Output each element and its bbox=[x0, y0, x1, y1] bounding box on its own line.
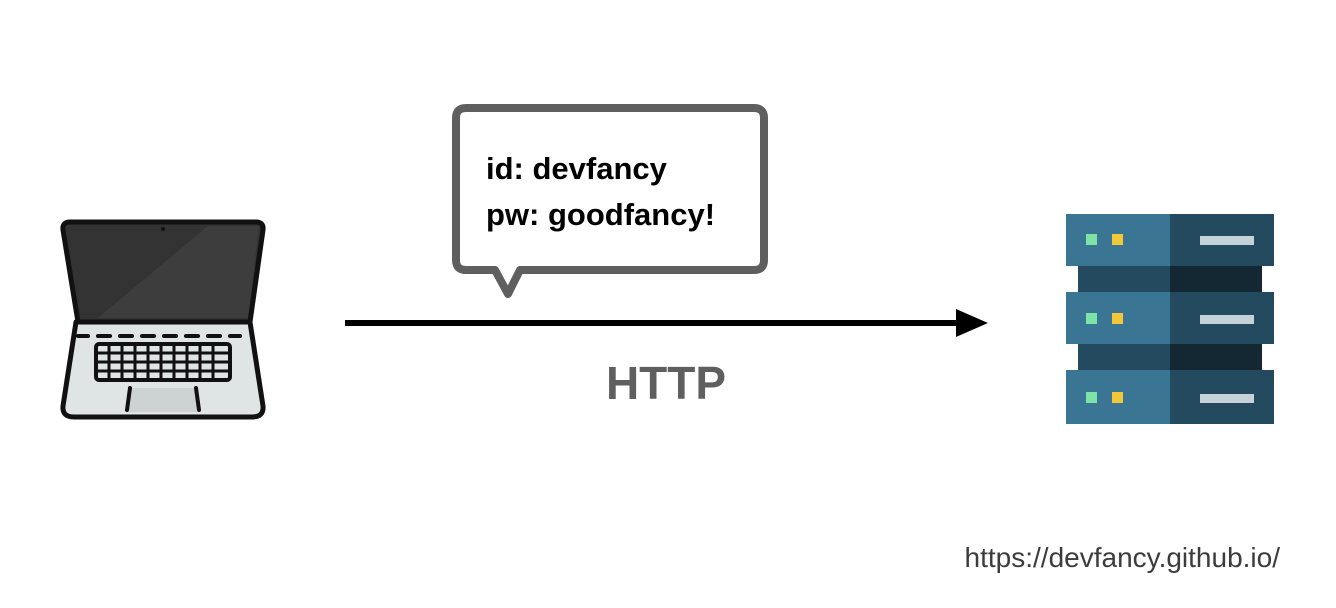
request-arrow bbox=[340, 305, 992, 341]
credentials-text: id: devfancy pw: goodfancy! bbox=[486, 146, 715, 238]
credential-pw-line: pw: goodfancy! bbox=[486, 197, 716, 232]
server-rack-icon bbox=[1062, 212, 1278, 428]
laptop-icon bbox=[58, 216, 268, 422]
credential-id-line: id: devfancy bbox=[486, 151, 667, 186]
protocol-label: HTTP bbox=[605, 357, 727, 409]
speech-bubble bbox=[452, 102, 770, 302]
source-url: https://devfancy.github.io/ bbox=[964, 542, 1280, 573]
